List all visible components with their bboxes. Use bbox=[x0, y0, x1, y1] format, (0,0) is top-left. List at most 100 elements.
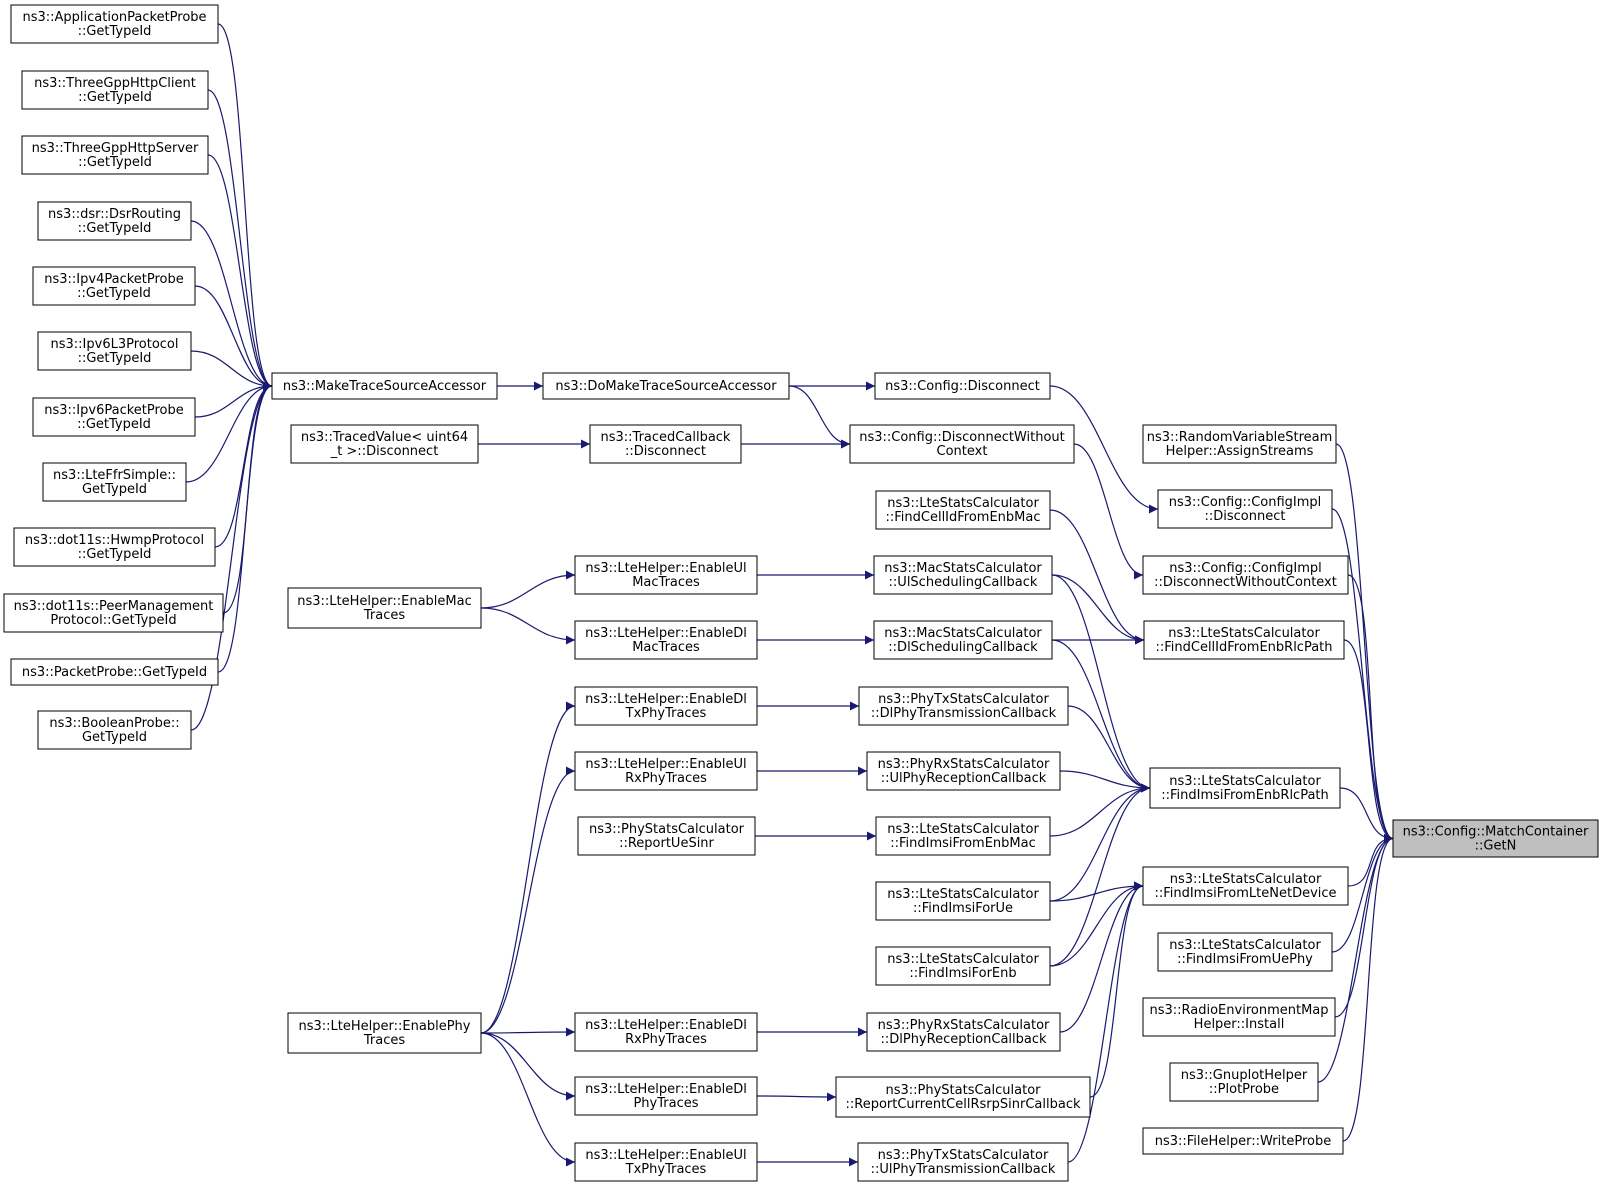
node-label: ns3::MakeTraceSourceAccessor bbox=[283, 379, 487, 394]
node-dsr[interactable]: ns3::dsr::DsrRouting::GetTypeId bbox=[37, 201, 192, 241]
node-label: ns3::TracedCallback bbox=[601, 430, 731, 445]
node-label: ns3::LteHelper::EnableDl bbox=[585, 1018, 747, 1033]
node-box bbox=[287, 1012, 482, 1054]
node-lsc-imsi-rlc[interactable]: ns3::LteStatsCalculator::FindImsiFromEnb… bbox=[1149, 767, 1341, 809]
node-cfg-dwc[interactable]: ns3::Config::DisconnectWithoutContext bbox=[849, 424, 1075, 464]
node-bool-probe[interactable]: ns3::BooleanProbe::GetTypeId bbox=[37, 710, 192, 750]
edge-cfgimpl-dwc-to-root bbox=[1347, 574, 1394, 843]
node-label: ns3::Config::Disconnect bbox=[885, 379, 1040, 394]
node-peer-mgmt[interactable]: ns3::dot11s::PeerManagementProtocol::Get… bbox=[3, 593, 224, 633]
node-label: ns3::Config::ConfigImpl bbox=[1169, 495, 1322, 510]
node-filehelper[interactable]: ns3::FileHelper::WriteProbe bbox=[1142, 1127, 1344, 1155]
node-physc-rsrp[interactable]: ns3::PhyStatsCalculator::ReportCurrentCe… bbox=[835, 1076, 1091, 1118]
node-label: Traces bbox=[363, 608, 405, 623]
node-box bbox=[1142, 866, 1349, 906]
node-label: ::GetTypeId bbox=[78, 351, 152, 366]
node-label: Context bbox=[937, 444, 988, 459]
edge-lsc-imsi-mac-to-lsc-imsi-rlc bbox=[1049, 783, 1151, 837]
node-phyrx-dl[interactable]: ns3::PhyRxStatsCalculator::DlPhyReceptio… bbox=[866, 1012, 1061, 1052]
node-lsc-cellid-mac[interactable]: ns3::LteStatsCalculator::FindCellIdFromE… bbox=[875, 490, 1051, 530]
node-label: ns3::ThreeGppHttpClient bbox=[34, 76, 196, 91]
node-domake[interactable]: ns3::DoMakeTraceSourceAccessor bbox=[542, 372, 790, 400]
node-box bbox=[10, 658, 219, 686]
node-macstats-ul[interactable]: ns3::MacStatsCalculator::UlSchedulingCal… bbox=[873, 555, 1053, 595]
node-label: Protocol::GetTypeId bbox=[50, 613, 176, 628]
node-ipv6-l3[interactable]: ns3::Ipv6L3Protocol::GetTypeId bbox=[37, 331, 192, 371]
node-ipv4-probe[interactable]: ns3::Ipv4PacketProbe::GetTypeId bbox=[32, 266, 196, 306]
node-lsc-imsi-ue[interactable]: ns3::LteStatsCalculator::FindImsiForUe bbox=[875, 881, 1051, 921]
node-label: ns3::BooleanProbe:: bbox=[49, 716, 179, 731]
node-label: ::Disconnect bbox=[625, 444, 706, 459]
node-label: GetTypeId bbox=[82, 730, 147, 745]
node-phytx-dl[interactable]: ns3::PhyTxStatsCalculator::DlPhyTransmis… bbox=[858, 686, 1069, 726]
node-macstats-dl[interactable]: ns3::MacStatsCalculator::DlSchedulingCal… bbox=[873, 620, 1053, 660]
node-label: ns3::LteHelper::EnableDl bbox=[585, 692, 747, 707]
node-cfgimpl-dwc[interactable]: ns3::Config::ConfigImpl::DisconnectWitho… bbox=[1142, 555, 1349, 595]
node-box bbox=[37, 201, 192, 241]
node-box bbox=[1142, 424, 1337, 464]
edge-lsc-imsi-enb-to-lsc-imsi-rlc bbox=[1049, 783, 1151, 967]
node-tv-disc[interactable]: ns3::TracedValue< uint64_t >::Disconnect bbox=[290, 424, 479, 464]
node-lsc-imsi-mac[interactable]: ns3::LteStatsCalculator::FindImsiFromEnb… bbox=[875, 816, 1051, 856]
node-label: ::FindImsiFromLteNetDevice bbox=[1154, 886, 1336, 901]
node-box bbox=[271, 372, 498, 400]
node-gnuplot[interactable]: ns3::GnuplotHelper::PlotProbe bbox=[1169, 1062, 1319, 1102]
node-http-server[interactable]: ns3::ThreeGppHttpServer::GetTypeId bbox=[21, 135, 209, 175]
node-box bbox=[589, 424, 742, 464]
edge-lsc-imsi-ue-to-lsc-imsi-lnd bbox=[1049, 881, 1144, 902]
edge-http-client-to-mtsa bbox=[207, 89, 273, 391]
edge-macstats-ul-to-lsc-rlcpath bbox=[1051, 574, 1145, 645]
node-cfgimpl-disc[interactable]: ns3::Config::ConfigImpl::Disconnect bbox=[1157, 489, 1333, 529]
node-box bbox=[3, 593, 224, 633]
node-phyrx-ul[interactable]: ns3::PhyRxStatsCalculator::UlPhyReceptio… bbox=[866, 751, 1061, 791]
node-label: ::UlSchedulingCallback bbox=[889, 575, 1038, 590]
node-label: ns3::LteHelper::EnablePhy bbox=[299, 1019, 471, 1034]
node-label: ::GetTypeId bbox=[78, 155, 152, 170]
node-box bbox=[866, 751, 1061, 791]
edge-lh-mac-to-lh-dl-mac bbox=[480, 607, 576, 645]
node-label: ns3::PhyTxStatsCalculator bbox=[878, 1148, 1049, 1163]
node-label: ns3::dot11s::HwmpProtocol bbox=[25, 533, 204, 548]
node-cfg-disc[interactable]: ns3::Config::Disconnect bbox=[874, 372, 1051, 400]
node-box bbox=[542, 372, 790, 400]
node-physc-sinr[interactable]: ns3::PhyStatsCalculator::ReportUeSinr bbox=[577, 816, 756, 856]
node-packet-probe[interactable]: ns3::PacketProbe::GetTypeId bbox=[10, 658, 219, 686]
node-rvsh[interactable]: ns3::RandomVariableStreamHelper::AssignS… bbox=[1142, 424, 1337, 464]
node-label: ::PlotProbe bbox=[1209, 1082, 1279, 1097]
node-tcb-disc[interactable]: ns3::TracedCallback::Disconnect bbox=[589, 424, 742, 464]
node-ffr[interactable]: ns3::LteFfrSimple::GetTypeId bbox=[42, 462, 187, 502]
node-label: MacTraces bbox=[632, 575, 700, 590]
node-label: ns3::PhyStatsCalculator bbox=[885, 1083, 1041, 1098]
node-phytx-ul[interactable]: ns3::PhyTxStatsCalculator::UlPhyTransmis… bbox=[857, 1142, 1069, 1182]
node-lsc-imsi-uephy[interactable]: ns3::LteStatsCalculator::FindImsiFromUeP… bbox=[1157, 932, 1333, 972]
node-lsc-imsi-enb[interactable]: ns3::LteStatsCalculator::FindImsiForEnb bbox=[875, 946, 1051, 986]
node-label: ns3::Config::DisconnectWithout bbox=[859, 430, 1065, 445]
node-label: Helper::AssignStreams bbox=[1166, 444, 1314, 459]
node-box bbox=[574, 1076, 758, 1116]
node-app-probe[interactable]: ns3::ApplicationPacketProbe::GetTypeId bbox=[10, 4, 219, 44]
edge-phytx-ul-to-lsc-imsi-lnd bbox=[1067, 881, 1144, 1163]
node-label: ::DisconnectWithoutContext bbox=[1154, 575, 1337, 590]
node-box bbox=[875, 816, 1051, 856]
node-lsc-rlcpath[interactable]: ns3::LteStatsCalculator::FindCellIdFromE… bbox=[1143, 620, 1345, 660]
node-label: ns3::LteHelper::EnableUl bbox=[585, 561, 746, 576]
node-lsc-imsi-lnd[interactable]: ns3::LteStatsCalculator::FindImsiFromLte… bbox=[1142, 866, 1349, 906]
node-http-client[interactable]: ns3::ThreeGppHttpClient::GetTypeId bbox=[21, 70, 209, 110]
nodes: ns3::Config::MatchContainer::GetNns3::Ra… bbox=[3, 4, 1599, 1182]
edge-rem-install-to-root bbox=[1334, 834, 1394, 1018]
edge-lh-mac-to-lh-ul-mac bbox=[480, 570, 576, 609]
node-label: ns3::Ipv4PacketProbe bbox=[44, 272, 184, 287]
node-ipv6-probe[interactable]: ns3::Ipv6PacketProbe::GetTypeId bbox=[32, 397, 196, 437]
node-mtsa[interactable]: ns3::MakeTraceSourceAccessor bbox=[271, 372, 498, 400]
node-hwmp[interactable]: ns3::dot11s::HwmpProtocol::GetTypeId bbox=[13, 527, 216, 567]
